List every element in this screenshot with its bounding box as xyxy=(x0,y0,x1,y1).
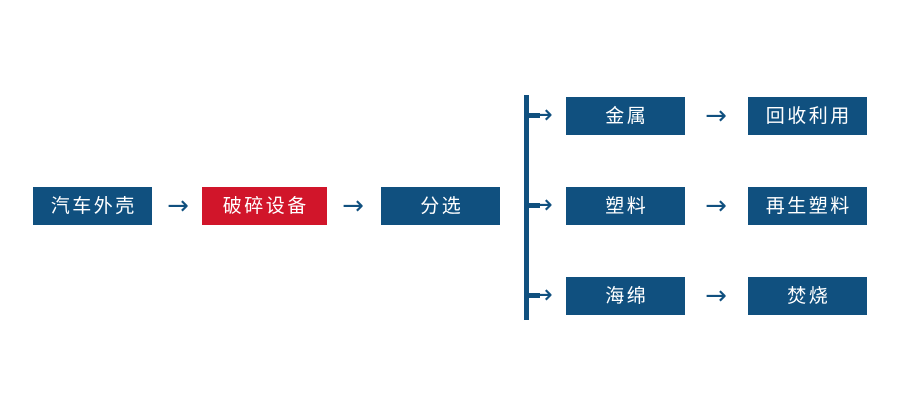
arrow-icon-sponge-to-outcome: → xyxy=(705,281,727,311)
arrow-icon-input-to-shredder: → xyxy=(167,191,189,221)
branch-stub-metal xyxy=(524,113,540,118)
arrow-icon-spine-to-sponge: → xyxy=(531,280,553,310)
node-outcome-recycle-reuse[interactable]: 回收利用 xyxy=(748,97,867,135)
node-material-sponge[interactable]: 海绵 xyxy=(566,277,685,315)
node-outcome-incineration[interactable]: 焚烧 xyxy=(748,277,867,315)
node-input-car-shell[interactable]: 汽车外壳 xyxy=(33,187,152,225)
node-shredder-equipment[interactable]: 破碎设备 xyxy=(202,187,327,225)
arrow-icon-metal-to-outcome: → xyxy=(705,101,727,131)
arrow-icon-spine-to-plastic: → xyxy=(531,190,553,220)
arrow-icon-spine-to-metal: → xyxy=(531,100,553,130)
arrow-icon-shredder-to-sorting: → xyxy=(342,191,364,221)
node-outcome-recycled-plastic[interactable]: 再生塑料 xyxy=(748,187,867,225)
node-sorting[interactable]: 分选 xyxy=(381,187,500,225)
node-material-metal[interactable]: 金属 xyxy=(566,97,685,135)
node-material-plastic[interactable]: 塑料 xyxy=(566,187,685,225)
branch-stub-sponge xyxy=(524,293,540,298)
arrow-icon-plastic-to-outcome: → xyxy=(705,191,727,221)
branch-stub-plastic xyxy=(524,203,540,208)
